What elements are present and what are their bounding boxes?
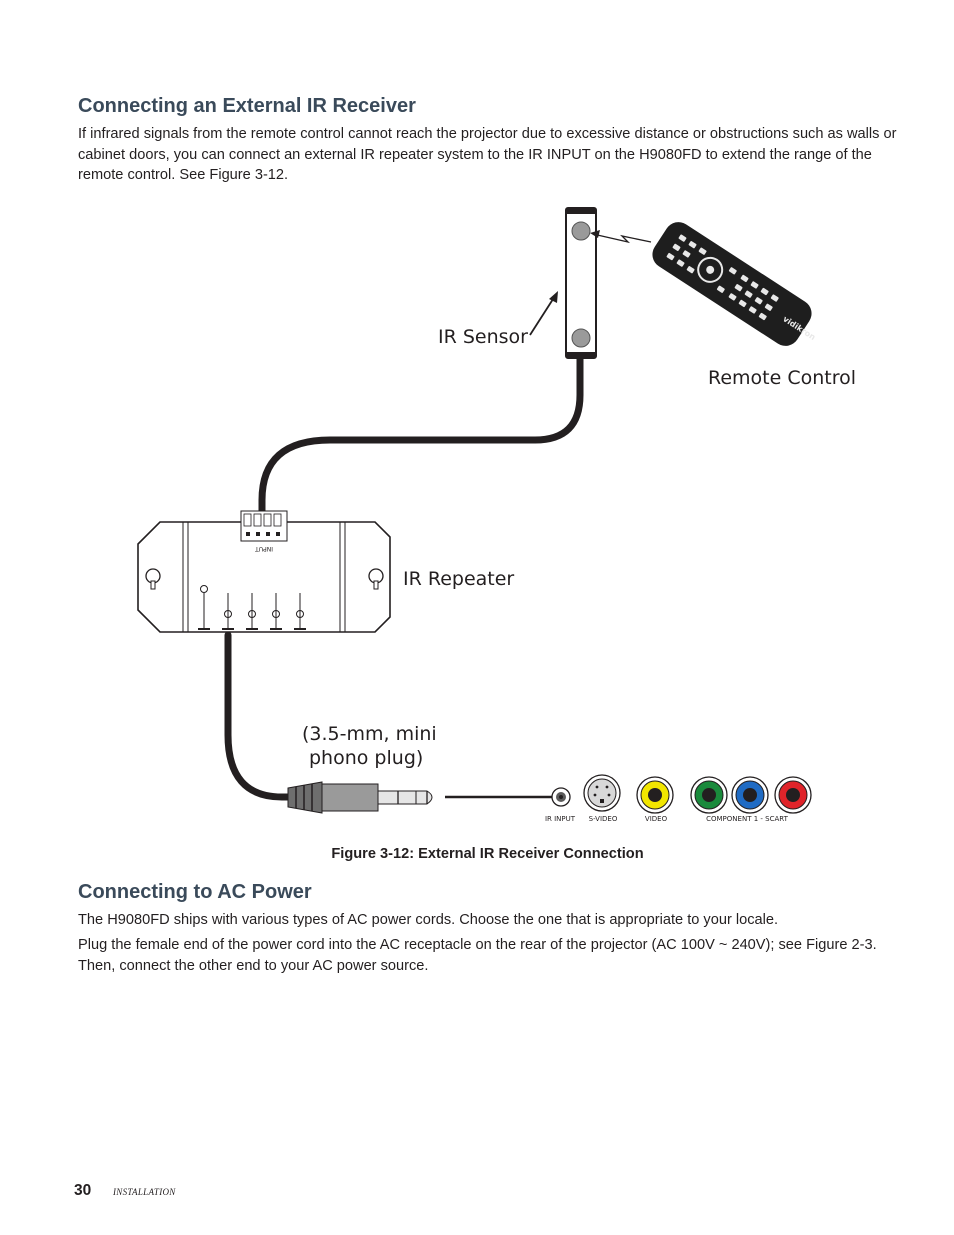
plug-cable — [224, 631, 296, 801]
ac-power-paragraph-2: Plug the female end of the power cord in… — [78, 937, 877, 974]
ir-repeater-label: IR Repeater — [403, 568, 514, 590]
page-number: 30 — [74, 1182, 92, 1199]
ac-power-paragraph-1: The H9080FD ships with various types of … — [78, 912, 779, 928]
section-title-ir-receiver: Connecting an External IR Receiver — [78, 95, 416, 117]
ir-sensor-label: IR Sensor — [438, 326, 528, 348]
video-port — [636, 776, 674, 814]
s-video-port — [583, 774, 621, 812]
ir-sensor-pointer — [529, 291, 558, 336]
ir-input-port — [551, 787, 571, 807]
repeater-input-label: INPUT — [255, 545, 273, 552]
ir-receiver-diagram: IR Sensor — [137, 207, 856, 823]
component-green-port — [690, 776, 728, 814]
mini-phono-plug — [287, 781, 433, 814]
component-port-label: COMPONENT 1 - SCART — [706, 815, 788, 823]
ir-input-port-label: IR INPUT — [545, 815, 576, 823]
sensor-cable — [258, 351, 584, 519]
component-red-port — [774, 776, 812, 814]
plug-label-line2: phono plug) — [309, 747, 423, 769]
ir-sensor — [565, 207, 597, 359]
ir-repeater: INPUT — [137, 510, 391, 633]
figure-caption: Figure 3-12: External IR Receiver Connec… — [331, 846, 644, 862]
ir-signal-icon — [590, 230, 652, 244]
s-video-port-label: S-VIDEO — [589, 815, 618, 823]
component-blue-port — [731, 776, 769, 814]
remote-control-icon: vidikron — [652, 222, 817, 346]
plug-label-line1: (3.5-mm, mini — [302, 723, 437, 745]
section-title-ac-power: Connecting to AC Power — [78, 881, 312, 903]
footer-section-name: INSTALLATION — [113, 1187, 176, 1197]
video-port-label: VIDEO — [645, 815, 668, 823]
remote-control-label: Remote Control — [708, 367, 856, 389]
ir-receiver-paragraph: If infrared signals from the remote cont… — [78, 126, 897, 183]
